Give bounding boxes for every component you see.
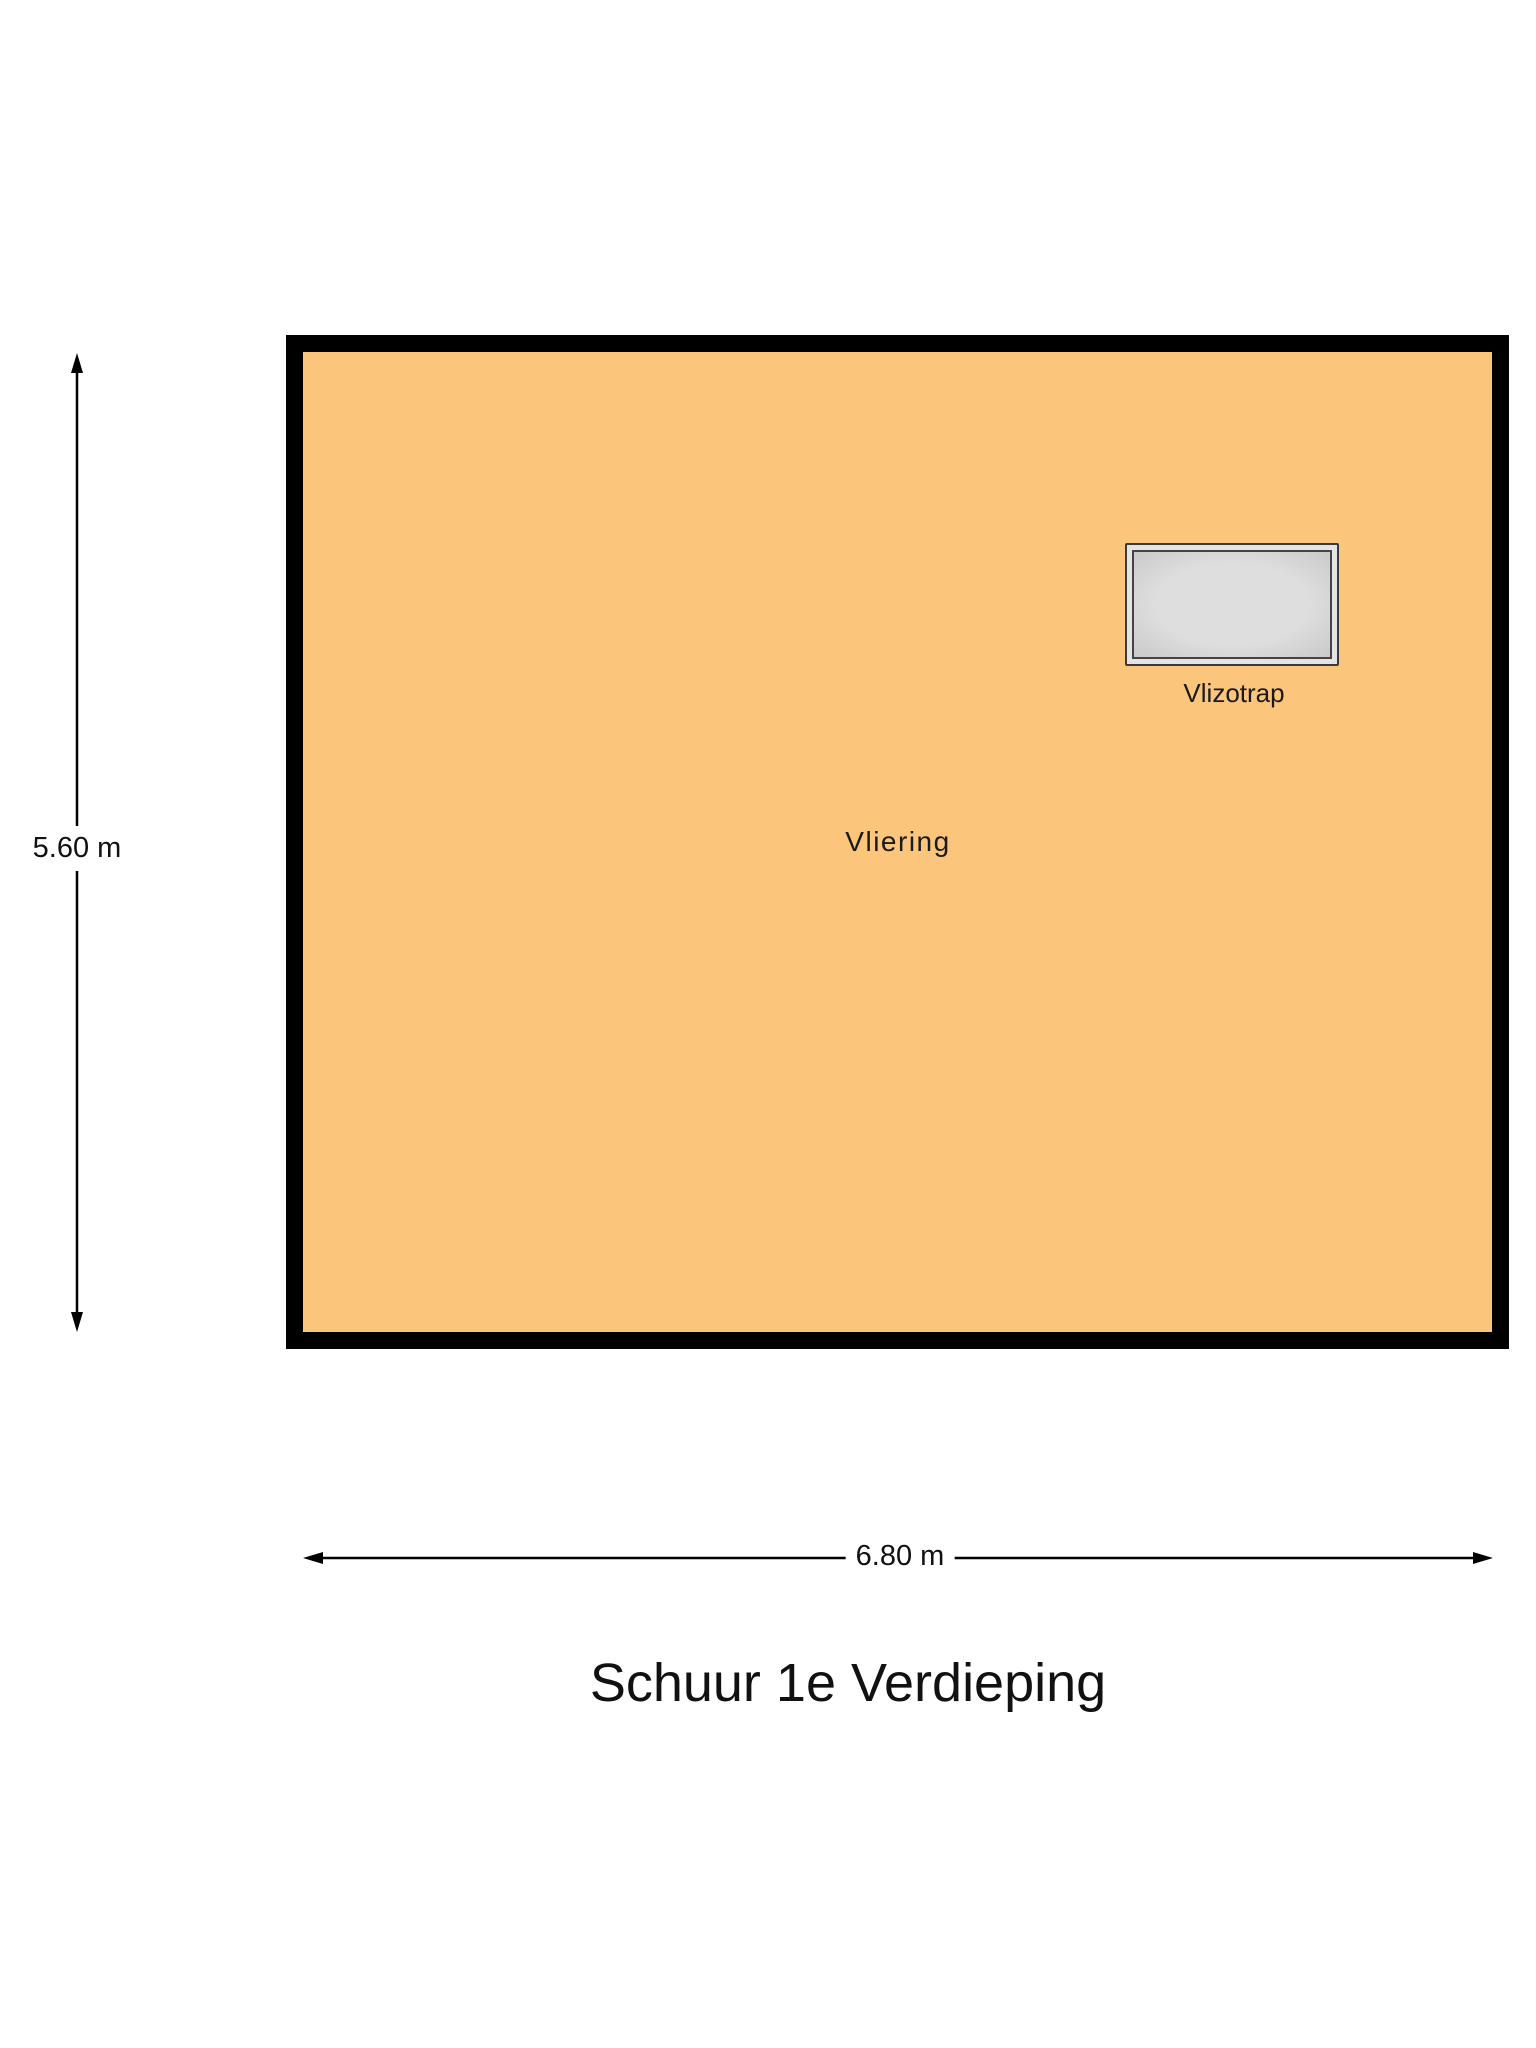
fixture-label-vlizotrap: Vlizotrap — [1183, 678, 1285, 708]
arrow-left-icon — [303, 1552, 323, 1564]
room-vliering — [286, 335, 1509, 1349]
arrow-right-icon — [1473, 1552, 1493, 1564]
floorplan-title: Schuur 1e Verdieping — [589, 1653, 1107, 1713]
arrow-down-icon — [71, 1312, 83, 1332]
room-label-vliering: Vliering — [845, 826, 951, 857]
attic-ladder-hatch — [1125, 543, 1339, 666]
width-dimension-label: 6.80 m — [845, 1540, 955, 1573]
hatch-panel — [1132, 550, 1332, 659]
arrow-up-icon — [71, 353, 83, 373]
height-dimension-label: 5.60 m — [32, 826, 122, 871]
